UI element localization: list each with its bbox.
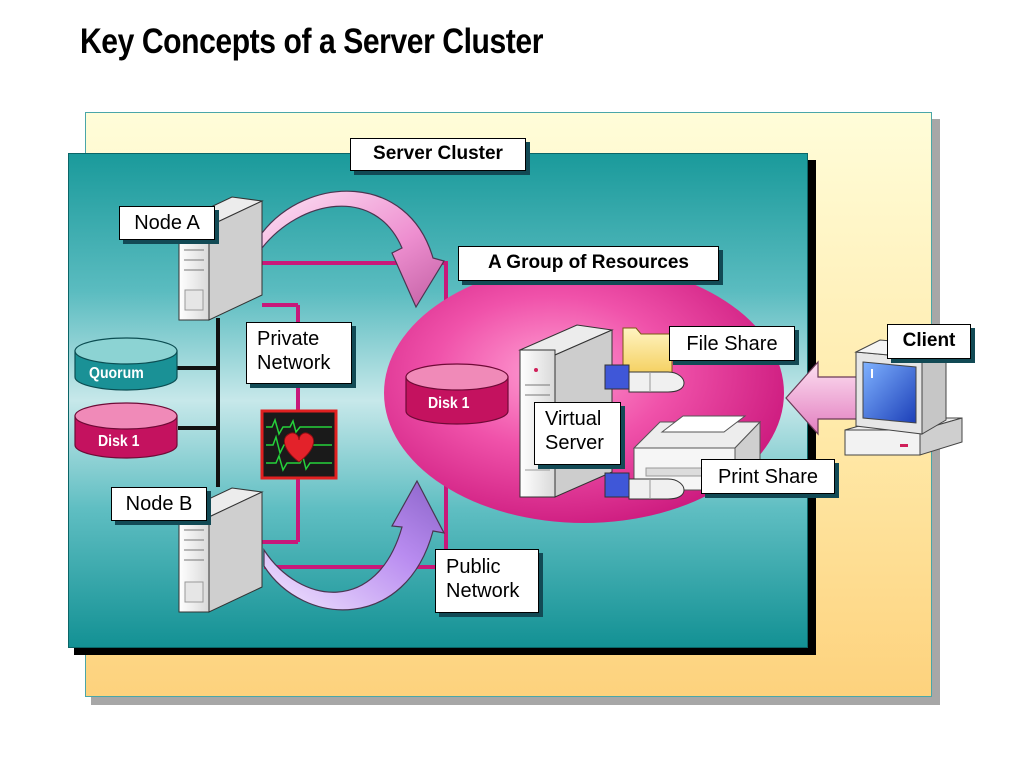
virtual-server-line1: Virtual bbox=[545, 408, 602, 430]
file-share-hand-icon bbox=[604, 364, 685, 393]
client-label: Client bbox=[887, 324, 971, 359]
group-disk-label: Disk 1 bbox=[428, 395, 470, 412]
print-share-label: Print Share bbox=[701, 459, 835, 494]
node-a-failover-arrow bbox=[261, 190, 445, 309]
cluster-disk-label: Disk 1 bbox=[98, 433, 140, 450]
heartbeat-monitor-icon bbox=[260, 409, 338, 480]
quorum-disk-label: Quorum bbox=[89, 365, 144, 382]
quorum-disk-icon bbox=[74, 337, 178, 391]
client-access-arrow bbox=[785, 360, 862, 436]
node-a-text: Node A bbox=[134, 212, 200, 234]
resource-group-text: A Group of Resources bbox=[488, 252, 689, 273]
virtual-server-line2: Server bbox=[545, 432, 604, 454]
public-network-line2: Network bbox=[446, 580, 520, 602]
cluster-disk-icon bbox=[74, 402, 178, 459]
client-text: Client bbox=[902, 330, 956, 351]
file-share-label: File Share bbox=[669, 326, 795, 361]
print-share-hand-icon bbox=[604, 472, 685, 500]
resource-group-label: A Group of Resources bbox=[458, 246, 719, 281]
file-share-text: File Share bbox=[686, 333, 778, 355]
private-network-label: Private Network bbox=[246, 322, 352, 384]
print-share-text: Print Share bbox=[717, 466, 819, 488]
node-b-text: Node B bbox=[125, 493, 193, 515]
node-a-label: Node A bbox=[119, 206, 215, 240]
public-network-label: Public Network bbox=[435, 549, 539, 613]
node-b-label: Node B bbox=[111, 487, 207, 521]
node-b-failover-arrow bbox=[263, 479, 446, 611]
virtual-server-label: Virtual Server bbox=[534, 402, 621, 465]
storage-bus bbox=[177, 318, 220, 487]
server-cluster-text: Server Cluster bbox=[373, 143, 503, 164]
private-network-line1: Private bbox=[257, 328, 320, 350]
group-disk-icon bbox=[405, 363, 509, 425]
public-network-line1: Public bbox=[446, 556, 501, 578]
node-a-server-icon bbox=[177, 196, 264, 321]
page-title: Key Concepts of a Server Cluster bbox=[80, 22, 544, 61]
server-cluster-label: Server Cluster bbox=[350, 138, 526, 171]
private-network-line2: Network bbox=[257, 352, 331, 374]
